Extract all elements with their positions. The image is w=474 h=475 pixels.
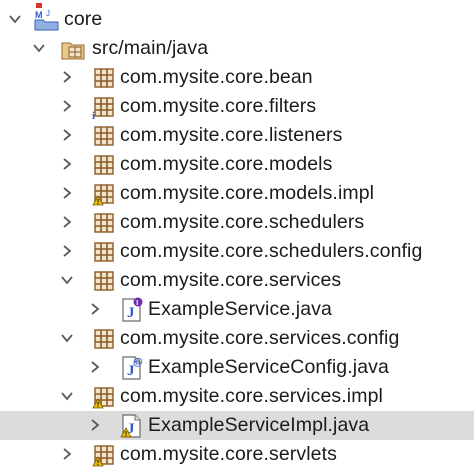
java-annotation-file-icon: J@: [120, 356, 144, 380]
chevron-right-icon[interactable]: [60, 244, 74, 258]
tree-item-label: com.mysite.core.listeners: [120, 124, 343, 146]
java-class-file-icon: J: [120, 414, 144, 438]
chevron-right-icon[interactable]: [88, 302, 102, 316]
tree-item-label: com.mysite.core.filters: [120, 95, 317, 117]
tree-item-label: com.mysite.core.services.config: [120, 327, 400, 349]
tree-item-label: com.mysite.core.services.impl: [120, 385, 383, 407]
chevron-down-icon[interactable]: [60, 389, 74, 403]
package-icon: [92, 153, 116, 177]
package-icon: [92, 269, 116, 293]
tree-item-label: com.mysite.core.servlets: [120, 443, 337, 465]
chevron-right-icon[interactable]: [88, 418, 102, 432]
chevron-right-icon[interactable]: [60, 157, 74, 171]
tree-item-label: ExampleServiceConfig.java: [148, 356, 389, 378]
svg-text:J: J: [127, 305, 135, 321]
chevron-down-icon[interactable]: [8, 12, 22, 26]
tree-item-package[interactable]: com.mysite.core.models: [0, 150, 474, 179]
package-icon: [92, 240, 116, 264]
svg-text:@: @: [133, 357, 143, 368]
svg-text:J: J: [46, 9, 50, 18]
package-icon: [92, 211, 116, 235]
svg-text:i: i: [92, 110, 95, 122]
tree-item-label: com.mysite.core.services: [120, 269, 342, 291]
package-icon: [92, 124, 116, 148]
package-icon: [92, 385, 116, 409]
tree-item-package[interactable]: com.mysite.core.services.config: [0, 324, 474, 353]
tree-item-label: core: [64, 8, 103, 30]
package-icon: [92, 327, 116, 351]
chevron-right-icon[interactable]: [60, 186, 74, 200]
package-icon: [92, 66, 116, 90]
tree-item-label: ExampleService.java: [148, 298, 332, 320]
warning-overlay-icon: [92, 398, 104, 409]
svg-text:I: I: [136, 300, 138, 307]
tree-item-package[interactable]: com.mysite.core.services.impl: [0, 382, 474, 411]
package-icon: [92, 443, 116, 467]
tree-item-java-file[interactable]: J@ExampleServiceConfig.java: [0, 353, 474, 382]
svg-text:M: M: [35, 10, 43, 20]
tree-item-package[interactable]: com.mysite.core.listeners: [0, 121, 474, 150]
source-folder-icon: [60, 37, 85, 61]
tree-item-package[interactable]: com.mysite.core.schedulers: [0, 208, 474, 237]
tree-item-package[interactable]: i com.mysite.core.filters: [0, 92, 474, 122]
tree-item-label: com.mysite.core.bean: [120, 66, 313, 88]
tree-item-package[interactable]: com.mysite.core.services: [0, 266, 474, 295]
tree-item-label: src/main/java: [92, 37, 209, 59]
warning-overlay-icon: [92, 195, 104, 206]
warning-overlay-icon: [120, 427, 132, 438]
tree-item-label: ExampleServiceImpl.java: [148, 414, 370, 436]
tree-item-label: com.mysite.core.models: [120, 153, 333, 175]
package-icon: i: [92, 95, 116, 122]
tree-item-package[interactable]: com.mysite.core.bean: [0, 63, 474, 92]
chevron-right-icon[interactable]: [60, 128, 74, 142]
tree-item-source-folder[interactable]: src/main/java: [0, 34, 474, 63]
tree-item-label: com.mysite.core.schedulers.config: [120, 240, 423, 262]
chevron-right-icon[interactable]: [60, 447, 74, 461]
tree-item-label: com.mysite.core.schedulers: [120, 211, 365, 233]
tree-item-java-file-selected[interactable]: J ExampleServiceImpl.java: [0, 411, 474, 440]
svg-text:J: J: [127, 363, 135, 379]
chevron-right-icon[interactable]: [60, 99, 74, 113]
tree-item-core-project[interactable]: M J core: [0, 3, 474, 34]
svg-text:J: J: [127, 421, 135, 437]
info-overlay-icon: i: [92, 110, 95, 122]
maven-java-project-icon: M J: [34, 3, 59, 31]
chevron-right-icon[interactable]: [88, 360, 102, 374]
chevron-down-icon[interactable]: [60, 273, 74, 287]
tree-item-label: com.mysite.core.models.impl: [120, 182, 375, 204]
chevron-right-icon[interactable]: [60, 215, 74, 229]
warning-overlay-icon: [92, 456, 104, 467]
tree-item-package[interactable]: com.mysite.core.servlets: [0, 440, 474, 469]
chevron-down-icon[interactable]: [60, 331, 74, 345]
chevron-down-icon[interactable]: [32, 41, 46, 55]
tree-item-package[interactable]: com.mysite.core.models.impl: [0, 179, 474, 208]
tree-item-package[interactable]: com.mysite.core.schedulers.config: [0, 237, 474, 266]
chevron-right-icon[interactable]: [60, 70, 74, 84]
package-icon: [92, 182, 116, 206]
